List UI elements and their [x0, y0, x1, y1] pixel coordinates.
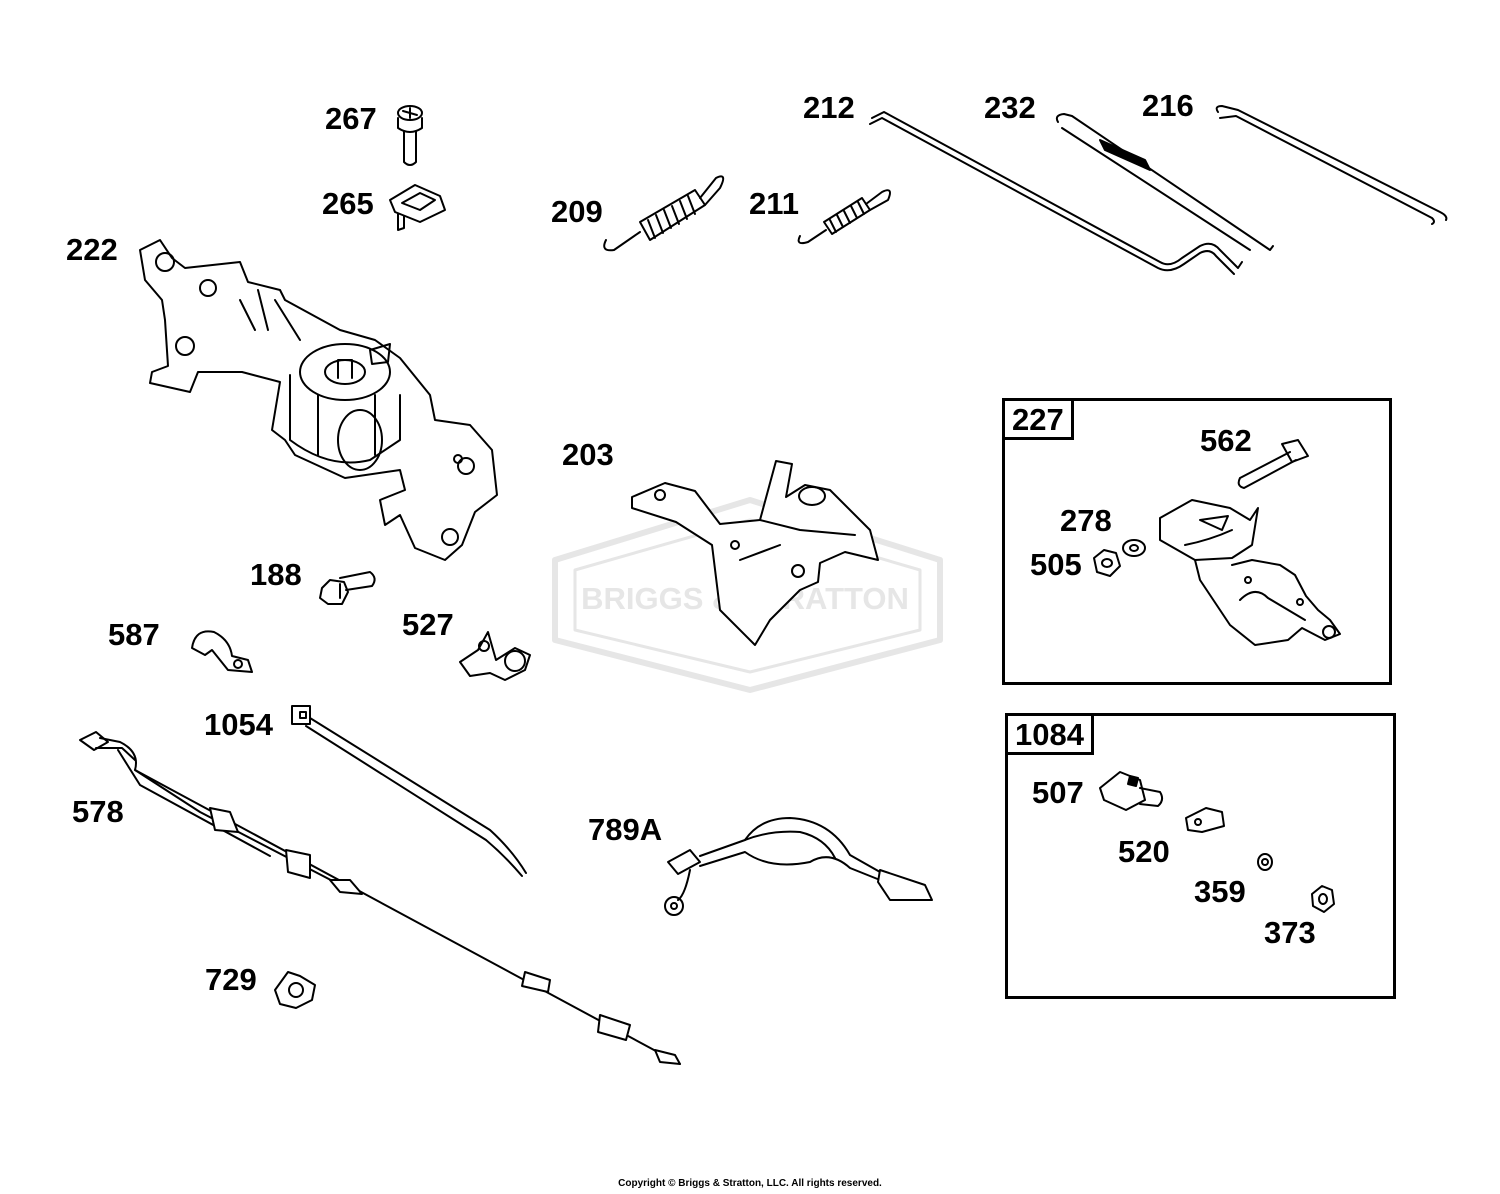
kit-1084-box: 1084: [1005, 713, 1396, 999]
label-232: 232: [984, 90, 1036, 125]
part-507-terminal: [1099, 771, 1164, 811]
label-211: 211: [749, 186, 800, 221]
kit-227-label: 227: [1005, 401, 1074, 440]
label-729: 729: [205, 962, 257, 997]
label-359: 359: [1194, 874, 1246, 909]
part-211-spring: [797, 189, 891, 245]
kit-227-box: 227: [1002, 398, 1392, 685]
part-227-bracket: [1159, 499, 1341, 646]
part-265-clip: [389, 184, 446, 231]
label-578: 578: [72, 794, 124, 829]
label-562: 562: [1200, 423, 1252, 458]
label-212: 212: [803, 90, 855, 125]
part-209-spring: [603, 175, 725, 252]
part-587-clamp: [191, 630, 253, 673]
label-216: 216: [1142, 88, 1194, 123]
part-520-tab: [1185, 807, 1225, 833]
part-578-harness: [79, 731, 681, 1065]
part-212-rod: [869, 111, 1243, 275]
label-209: 209: [551, 194, 603, 229]
part-562-pin: [1237, 439, 1309, 489]
label-203: 203: [562, 437, 614, 472]
label-527: 527: [402, 607, 454, 642]
part-359-washer: [1257, 853, 1273, 871]
label-278: 278: [1060, 503, 1112, 538]
label-1054: 1054: [204, 707, 273, 742]
part-373-nut: [1311, 885, 1335, 913]
label-520: 520: [1118, 834, 1170, 869]
label-587: 587: [108, 617, 160, 652]
label-265: 265: [322, 186, 374, 221]
label-373: 373: [1264, 915, 1316, 950]
part-505-nut: [1093, 549, 1121, 577]
label-222: 222: [66, 232, 118, 267]
label-505: 505: [1030, 547, 1082, 582]
kit-1084-label: 1084: [1008, 716, 1094, 755]
part-216-rod: [1215, 105, 1448, 225]
part-203-bracket: [631, 460, 879, 646]
label-789a: 789A: [588, 812, 663, 847]
part-222-control-bracket: [139, 239, 498, 561]
label-188: 188: [250, 557, 302, 592]
part-188-bolt: [319, 571, 376, 605]
part-267-screw: [397, 105, 423, 166]
label-267: 267: [325, 101, 377, 136]
label-507: 507: [1032, 775, 1084, 810]
part-278-washer: [1122, 539, 1146, 557]
part-232-rod: [1055, 113, 1274, 251]
part-527-clip: [459, 631, 531, 681]
part-729-clip: [274, 971, 316, 1009]
part-789a-wire: [664, 817, 933, 916]
watermark-logo: [552, 497, 943, 693]
part-1054-tie-wrap: [291, 705, 527, 877]
copyright-notice: Copyright © Briggs & Stratton, LLC. All …: [618, 1178, 882, 1189]
